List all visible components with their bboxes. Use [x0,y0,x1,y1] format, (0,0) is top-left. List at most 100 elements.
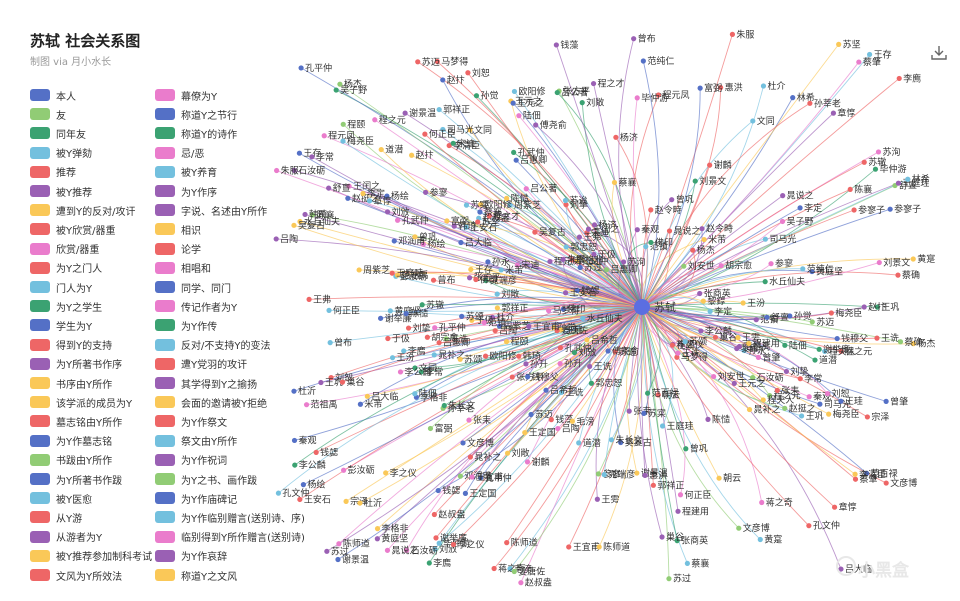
person-node[interactable]: 曾布 [327,337,353,349]
person-node[interactable]: 晁说之 [384,544,419,556]
person-node[interactable]: 李廌 [401,345,426,357]
person-node[interactable]: 文彦博 [883,477,918,489]
person-node[interactable]: 章惇 [366,195,392,207]
person-node[interactable]: 蔡确 [895,269,920,281]
legend-item[interactable]: 临别得到Y所作赠言(送别诗) [155,530,305,544]
person-node[interactable]: 杜沂 [291,385,316,397]
person-node[interactable]: 道潜 [812,354,837,366]
person-node[interactable]: 王诜 [443,333,469,345]
person-node[interactable]: 吴复古 [618,436,652,448]
person-node[interactable]: 陈师道 [336,538,370,550]
person-node[interactable]: 王安石 [297,493,331,505]
legend-item[interactable]: 为Y所著书作跋 [30,472,122,487]
person-node[interactable]: 王庭珪 [389,267,424,279]
person-node[interactable]: 孔文仲 [806,520,840,532]
legend-item[interactable]: 书跋由Y所作 [30,453,112,467]
person-node[interactable]: 蒋之奇 [759,496,793,508]
person-node[interactable]: 程颐 [669,340,695,351]
person-node[interactable]: 赵令畤 [648,204,682,216]
person-node[interactable]: 孔平仲 [478,472,512,484]
person-node[interactable]: 文彦博 [460,437,494,449]
legend-item[interactable]: 该学派的成员为Y [30,395,132,410]
person-node[interactable]: 晁补之 [467,451,502,463]
person-node[interactable]: 水丘仙夫 [580,312,623,324]
person-node[interactable]: 舒亶 [764,311,789,323]
person-node[interactable]: 王雱 [735,333,760,344]
person-node[interactable]: 李常 [797,373,823,385]
person-node[interactable]: 石汝砺 [404,544,438,556]
person-node[interactable]: 巢谷 [712,331,738,343]
person-node[interactable]: 苏迈 [528,409,553,421]
person-node[interactable]: 陈师道 [596,541,631,553]
person-node[interactable]: 王汾 [389,353,415,364]
person-node[interactable]: 王闰之 [346,180,381,192]
person-node[interactable]: 参寥 [768,258,793,270]
legend-item[interactable]: 门人为Y [30,280,92,295]
person-node[interactable]: 晁说之 [666,225,701,237]
person-node[interactable]: 刘攽 [571,347,597,359]
legend-item[interactable]: 被Y推荐 [30,184,92,199]
person-node[interactable]: 毕仲游 [634,92,669,104]
person-node[interactable]: 孙觉 [787,310,812,322]
person-node[interactable]: 周紫芝 [496,320,531,332]
person-node[interactable]: 李定 [797,202,822,214]
person-node[interactable]: 彭汝砺 [340,464,375,476]
person-node[interactable]: 富弼 [427,422,453,434]
person-node[interactable]: 吕大临 [458,236,492,248]
legend-item[interactable]: 忌/恶 [155,146,204,160]
person-node[interactable]: 韩琦 [302,208,327,220]
person-node[interactable]: 刘景文 [876,257,911,269]
legend-item[interactable]: 为Y作祝词 [155,453,227,467]
person-node[interactable]: 陈襄 [309,209,335,221]
person-node[interactable]: 范祖禹 [303,399,338,411]
legend-item[interactable]: 为Y作哀辞 [155,549,227,563]
person-node[interactable]: 米芾 [701,234,727,246]
person-node[interactable]: 欧阳修 [511,85,546,97]
legend-item[interactable]: 为Y之书、画作跋 [155,472,257,487]
person-node[interactable]: 范祖禹 [394,269,429,281]
legend-item[interactable]: 为Y作墓志铭 [30,434,112,448]
person-node[interactable]: 黄寔 [910,253,936,265]
person-node[interactable]: 曾巩 [669,194,694,206]
person-node[interactable]: 谢举廉 [433,532,467,544]
person-node[interactable]: 道潜 [576,437,601,449]
person-node[interactable]: 苏坚 [475,216,500,228]
person-node[interactable]: 黄庭坚 [374,533,409,545]
person-node[interactable]: 韩琦 [516,350,541,362]
legend-item[interactable]: 书序由Y所作 [30,376,112,391]
person-node[interactable]: 刘挚 [405,322,431,334]
person-node[interactable]: 赵叔盎 [431,508,466,520]
person-node[interactable]: 佛印 [560,303,586,315]
person-node[interactable]: 司马光 [440,123,474,135]
person-node[interactable]: 何正臣 [326,304,360,316]
person-node[interactable]: 刘敞 [494,288,520,300]
person-node[interactable]: 钱勰 [435,485,461,497]
person-node[interactable]: 刘恕 [328,372,353,384]
person-node[interactable]: 孔平仲 [432,322,466,334]
person-node[interactable]: 于伋 [385,333,410,345]
person-node[interactable]: 李廌 [896,72,922,84]
person-node[interactable]: 孙莘老 [807,97,841,109]
person-node[interactable]: 李格非 [374,523,409,535]
person-node[interactable]: 秦观 [634,224,660,236]
person-node[interactable]: 钱勰 [313,446,339,458]
person-node[interactable]: 范镇 [643,241,668,253]
person-node[interactable]: 章惇 [830,107,856,119]
person-node[interactable]: 王元之 [731,377,766,389]
person-node[interactable]: 孙觉 [473,90,499,102]
person-node[interactable]: 蔡肇 [856,56,881,68]
person-node[interactable]: 刘攽 [384,206,410,218]
person-node[interactable]: 钱藻 [548,414,574,426]
person-node[interactable]: 陆佃 [782,339,807,351]
legend-item[interactable]: 幕僚为Y [155,88,217,103]
person-node[interactable]: 王巩 [874,302,900,313]
person-node[interactable]: 谢景温 [335,553,369,565]
legend-item[interactable]: 为Y之门人 [30,261,102,275]
person-node[interactable]: 秦观 [291,434,317,446]
person-node[interactable]: 郭祥正 [650,479,685,491]
person-node[interactable]: 晁端彦 [483,275,517,287]
person-node[interactable]: 王弗 [306,293,331,305]
person-node[interactable]: 王宜甫 [469,471,503,483]
person-node[interactable]: 李常 [309,151,334,163]
legend-item[interactable]: 墓志铭由Y所作 [30,414,122,429]
